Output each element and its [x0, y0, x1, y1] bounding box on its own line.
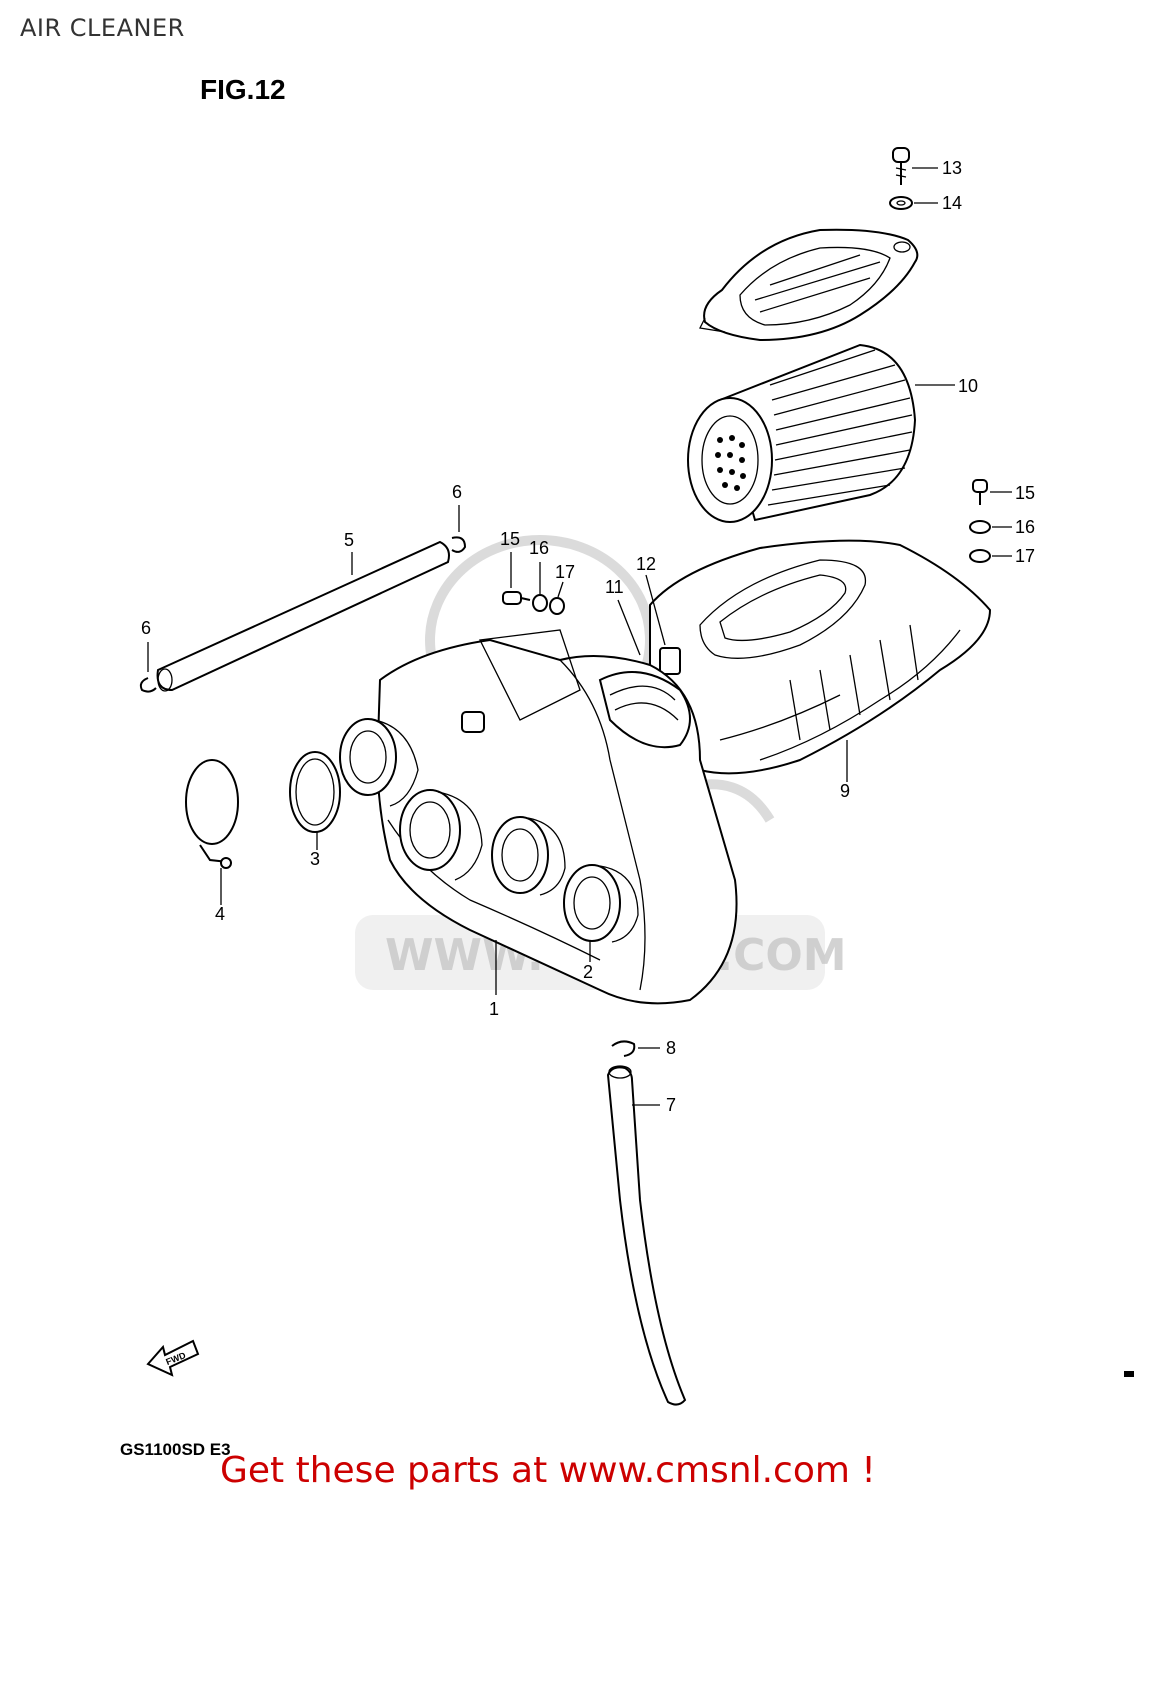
screw-13	[892, 147, 938, 185]
callout-17-box: 17	[555, 562, 575, 582]
promo-link-text[interactable]: Get these parts at www.cmsnl.com !	[220, 1450, 876, 1491]
callout-16-box: 16	[529, 538, 549, 558]
callout-8: 8	[666, 1038, 676, 1058]
joint-11	[617, 599, 641, 656]
bolt-15-right	[972, 479, 1012, 505]
washer-16-box	[532, 562, 548, 612]
clamp-4	[185, 759, 239, 905]
callout-4: 4	[215, 904, 225, 924]
figure-label: FIG.12	[200, 74, 286, 105]
nut-17-box	[549, 581, 565, 615]
callout-15-box: 15	[500, 529, 520, 549]
callout-1: 1	[489, 999, 499, 1019]
intake-boots-2	[339, 718, 639, 962]
model-code: GS1100SD E3	[120, 1440, 231, 1459]
drain-hose-7	[606, 1065, 687, 1406]
washer-14	[889, 196, 938, 210]
bolt-15-box	[502, 552, 531, 605]
callout-14: 14	[942, 193, 962, 213]
nut-17-right	[969, 549, 1012, 563]
page-title: AIR CLEANER	[20, 14, 185, 42]
washer-16-right	[969, 520, 1012, 534]
fwd-arrow-icon: FWD	[146, 1339, 200, 1377]
callout-10: 10	[958, 376, 978, 396]
callout-9: 9	[840, 781, 850, 801]
callout-2: 2	[583, 962, 593, 982]
callout-labels: 1 2 3 4 5 6 6 7 8 9 10 11 12 13 14 15 15…	[141, 158, 1035, 1115]
clip-6-top	[451, 505, 467, 553]
air-cleaner-box-1	[376, 629, 738, 1005]
callout-17-right: 17	[1015, 546, 1035, 566]
clip-6-left	[139, 642, 157, 693]
callout-16-right: 16	[1015, 517, 1035, 537]
clip-8	[611, 1040, 660, 1057]
filter-element-10	[687, 343, 955, 523]
callout-11: 11	[605, 577, 624, 597]
breather-pipe-5	[156, 540, 450, 692]
callout-6-top: 6	[452, 482, 462, 502]
callout-3: 3	[310, 849, 320, 869]
seal-ring-3	[289, 751, 341, 850]
clamp-12	[645, 574, 681, 675]
callout-5: 5	[344, 530, 354, 550]
fwd-indicator	[145, 1640, 205, 1690]
air-cleaner-cap	[699, 228, 919, 342]
air-cleaner-case-9	[649, 539, 992, 782]
corner-mark	[1124, 1371, 1134, 1377]
callout-13: 13	[942, 158, 962, 178]
callout-12: 12	[636, 554, 656, 574]
callout-15-right: 15	[1015, 483, 1035, 503]
exploded-parts-diagram: WWW.CMSNL.COM	[139, 147, 1134, 1406]
callout-7: 7	[666, 1095, 676, 1115]
callout-6-left: 6	[141, 618, 151, 638]
